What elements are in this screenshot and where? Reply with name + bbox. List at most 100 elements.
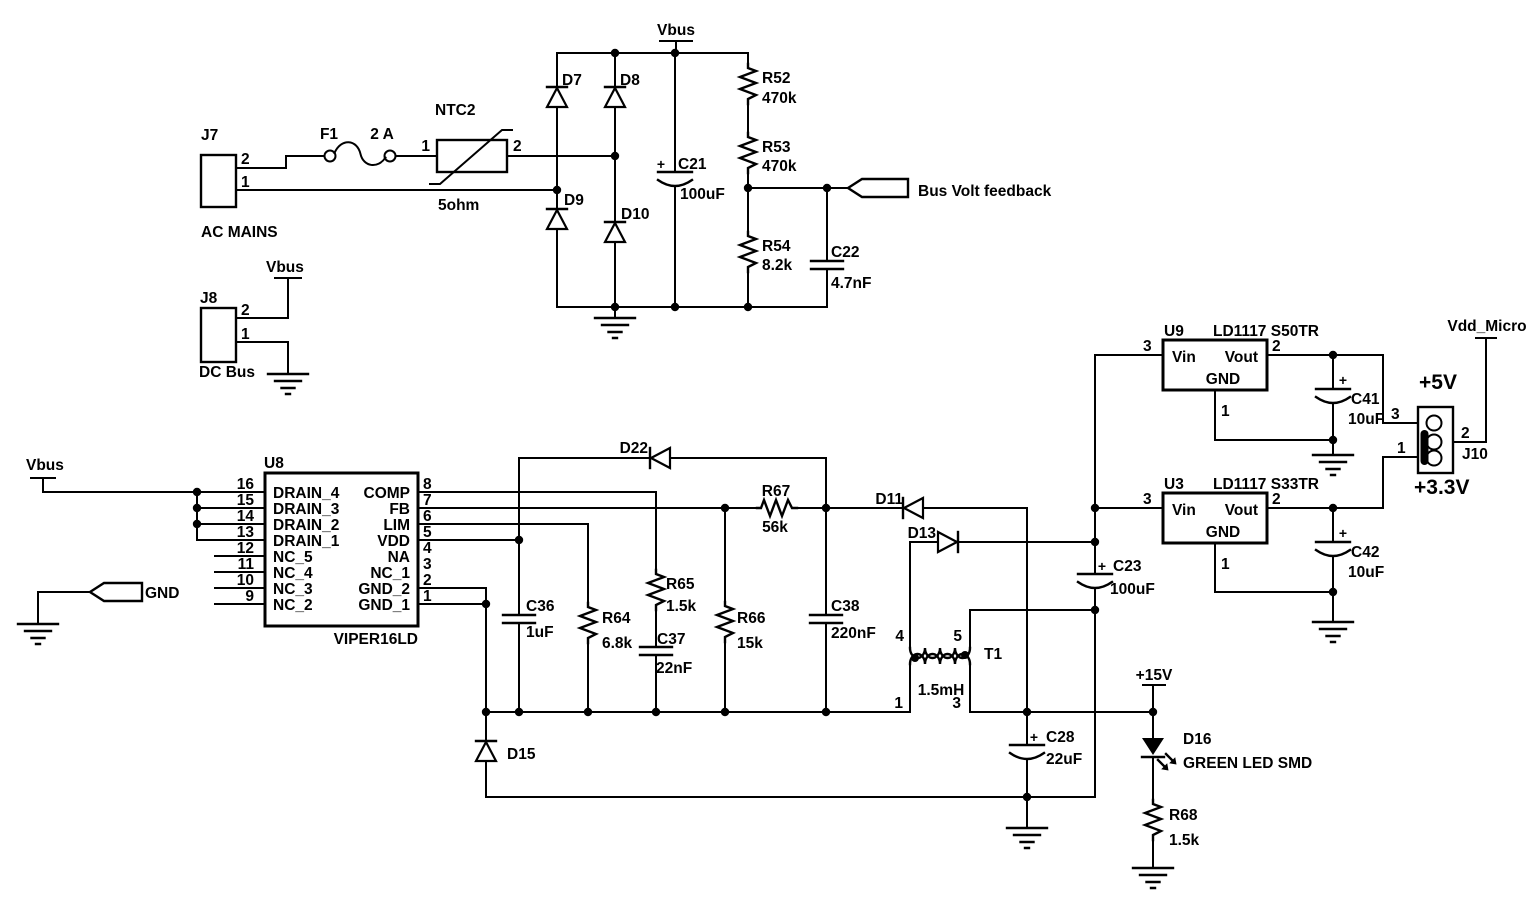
- label-t1-pin1: 1: [894, 695, 903, 712]
- label-ntc2-pin1: 1: [421, 138, 430, 155]
- label-r68-value: 1.5k: [1169, 832, 1200, 849]
- label-j7-pin1: 1: [241, 174, 250, 191]
- regulator-5v: U9 LD1117 S50TR 3 2 1 Vin Vout GND + C41…: [1094, 323, 1419, 477]
- phase-dot-icon: [961, 651, 969, 659]
- capacitor-c42-icon: [1314, 540, 1352, 558]
- label-c21-ref: C21: [678, 156, 707, 173]
- resistor-r53-icon: [738, 131, 758, 175]
- label-r53-value: 470k: [762, 158, 797, 175]
- ic-u9-body: [1161, 338, 1269, 392]
- ground-icon: [266, 372, 310, 396]
- aux-rail: + C23 100uF + C28 22uF +15V: [1005, 354, 1173, 850]
- ground-icon: [1131, 866, 1175, 890]
- feedback-flag-icon: [845, 177, 910, 199]
- label-u8-pin7: 7: [423, 492, 432, 509]
- label-t1-value: 1.5mH: [918, 682, 965, 699]
- label-r65-value: 1.5k: [666, 598, 697, 615]
- label-u8-drain2: DRAIN_2: [273, 517, 339, 534]
- label-r68-ref: R68: [1169, 807, 1198, 824]
- capacitor-c41-icon: [1314, 387, 1352, 405]
- diode-d8-icon: [603, 85, 627, 109]
- label-u8-nc2: NC_2: [273, 597, 313, 614]
- label-u8-pin16: 16: [237, 476, 255, 493]
- resistor-r65-icon: [646, 568, 666, 612]
- label-u8-nc3: NC_3: [273, 581, 313, 598]
- label-u8-pin12: 12: [237, 540, 254, 557]
- label-r65-ref: R65: [666, 576, 695, 593]
- label-u8-pin15: 15: [237, 492, 255, 509]
- ground-icon: [1005, 826, 1049, 850]
- ground-icon: [1311, 453, 1355, 477]
- label-c28-ref: C28: [1046, 729, 1075, 746]
- label-j10-pin3: 3: [1391, 406, 1400, 423]
- label-j8-pin2: 2: [241, 302, 250, 319]
- label-f1-ref: F1: [320, 126, 338, 143]
- label-c23-ref: C23: [1113, 558, 1142, 575]
- gnd-flag-icon: [87, 581, 144, 603]
- label-feedback-net: Bus Volt feedback: [918, 183, 1052, 200]
- label-u8-nc4: NC_4: [273, 565, 313, 582]
- label-ntc2-pin2: 2: [513, 138, 522, 155]
- jumper-bar-icon: [1420, 430, 1429, 465]
- label-u8-pin1: 1: [423, 588, 432, 605]
- label-r54-value: 8.2k: [762, 257, 793, 274]
- label-c21-plus: +: [657, 156, 665, 172]
- label-c41-value: 10uF: [1348, 411, 1384, 428]
- regulator-3v3: U3 LD1117 S33TR 3 2 1 Vin Vout GND + C42…: [1094, 456, 1419, 644]
- label-u9-ref: U9: [1164, 323, 1184, 340]
- capacitor-c21-icon: [656, 170, 694, 188]
- label-j10-ref: J10: [1462, 446, 1488, 463]
- label-j8-pin1: 1: [241, 326, 250, 343]
- junction-dots: [192, 48, 1338, 802]
- phase-dot-icon: [911, 654, 919, 662]
- label-vbus-left: Vbus: [26, 457, 64, 474]
- transformer-t1: D13 4 5 T1 1.5mH 1 3: [894, 525, 1154, 713]
- dc-bus-connector: Vbus J8 2 1 DC Bus: [199, 259, 310, 396]
- power-led: D16 GREEN LED SMD R68 1.5k: [1131, 711, 1312, 890]
- label-d13: D13: [908, 525, 937, 542]
- label-d11: D11: [875, 491, 903, 508]
- label-u9-vin: Vin: [1172, 349, 1196, 366]
- label-c22-value: 4.7nF: [831, 275, 871, 292]
- controller-u8: Vbus GND U8 VIPER16LD 16 15 14 13 12 11 …: [16, 455, 432, 648]
- label-d9: D9: [564, 192, 584, 209]
- label-c42-value: 10uF: [1348, 564, 1384, 581]
- label-u9-pin3: 3: [1143, 338, 1152, 355]
- label-c37-value: 22nF: [656, 660, 692, 677]
- label-c38-value: 220nF: [831, 625, 876, 642]
- label-u9-gnd: GND: [1206, 371, 1240, 388]
- label-u8-pin5: 5: [423, 524, 432, 541]
- capacitor-c38-icon: [808, 613, 844, 625]
- label-u3-gnd: GND: [1206, 524, 1240, 541]
- label-u9-pin2: 2: [1272, 338, 1281, 355]
- label-d16-ref: D16: [1183, 731, 1212, 748]
- label-r53-ref: R53: [762, 139, 791, 156]
- label-vbus-top: Vbus: [657, 22, 695, 39]
- led-d16-icon: [1140, 736, 1166, 759]
- label-u8-pin11: 11: [238, 556, 255, 573]
- label-u8-drain4: DRAIN_4: [273, 485, 340, 502]
- capacitor-c37-icon: [638, 645, 674, 657]
- diode-d11-icon: [901, 496, 925, 520]
- label-u8-lim: LIM: [383, 517, 410, 534]
- label-c41-plus: +: [1339, 372, 1347, 388]
- label-d15: D15: [507, 746, 536, 763]
- label-u9-vout: Vout: [1225, 349, 1258, 366]
- label-r67-value: 56k: [762, 519, 788, 536]
- label-c28-plus: +: [1030, 729, 1038, 745]
- label-c37-ref: C37: [657, 631, 685, 648]
- label-u8-drain1: DRAIN_1: [273, 533, 340, 550]
- label-c28-value: 22uF: [1046, 751, 1082, 768]
- label-u3-pin2: 2: [1272, 491, 1281, 508]
- label-vbus-j8: Vbus: [266, 259, 304, 276]
- resistor-r54-icon: [738, 230, 758, 274]
- label-d16-desc: GREEN LED SMD: [1183, 755, 1312, 772]
- label-c42-ref: C42: [1351, 544, 1379, 561]
- output-connector-j10: 3 1 2 J10 +5V +3.3V Vdd_Micro: [1391, 318, 1527, 499]
- bridge-rectifier: Vbus D7 D8 D9 D10 + C21 100uF: [545, 22, 828, 340]
- diode-d9-icon: [545, 207, 569, 231]
- resistor-r52-icon: [738, 62, 758, 106]
- fuse-f1: [323, 141, 397, 166]
- label-c42-plus: +: [1339, 525, 1347, 541]
- label-u8-part: VIPER16LD: [334, 631, 418, 648]
